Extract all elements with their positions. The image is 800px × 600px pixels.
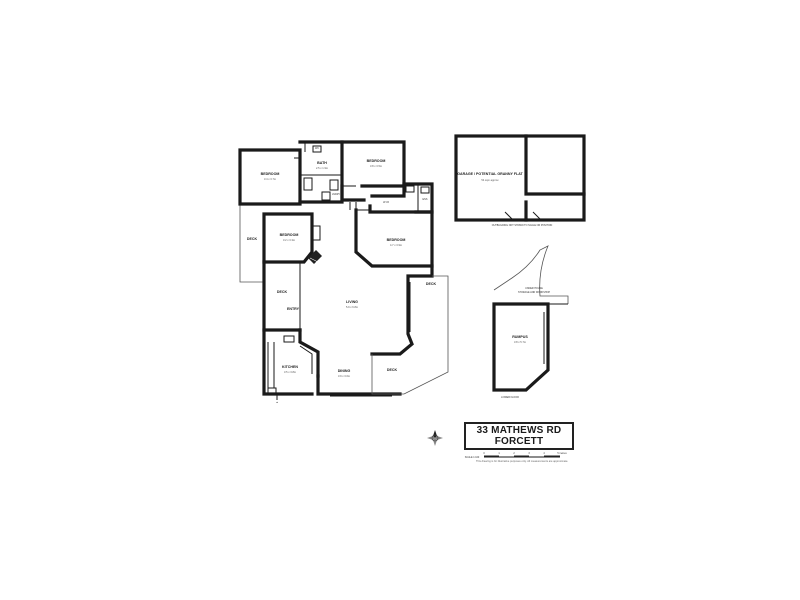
- bedroom-ne-dims: 3.8 x 3.5m: [370, 164, 382, 168]
- bath-label: BATH: [317, 161, 327, 165]
- bedroom-mid-label: BEDROOM: [280, 233, 299, 237]
- kitchen-dims: 3.5 x 3.8m: [284, 370, 296, 374]
- bedroom-nw-label: BEDROOM: [261, 172, 280, 176]
- living-walls: [370, 264, 434, 356]
- bedroom-nw-dims: 3.4 x 3.7m: [264, 177, 276, 181]
- garage-area: 54 sqm approx: [481, 178, 499, 182]
- rumpus-walls: [492, 302, 550, 392]
- scale-tick-1: 1: [498, 452, 500, 455]
- under-house-sub: STORAGE AND WORKSHOP: [518, 291, 551, 294]
- wir-walls: [370, 184, 406, 198]
- wood-heater-icon: [308, 250, 322, 264]
- property-suburb: FORCETT: [494, 436, 544, 447]
- svg-text:▲: ▲: [276, 401, 278, 404]
- bedroom-nw-walls: [238, 148, 302, 206]
- west-deck-outline: [239, 204, 265, 283]
- living-label: LIVING: [346, 300, 358, 304]
- deck-south-label: DECK: [387, 368, 398, 372]
- south-deck-outline: [371, 354, 404, 395]
- kitchen-walls: [262, 328, 314, 396]
- laundry-label: LNDRY: [332, 193, 340, 196]
- bedroom-main-label: BEDROOM: [387, 238, 406, 242]
- living-dims: 5.9 x 6.8m: [346, 305, 358, 309]
- bedroom-main-dims: 4.7 x 3.9m: [390, 243, 402, 247]
- bath-dims: 2.5 x 1.9m: [316, 166, 328, 170]
- property-address: 33 MATHEWS RD: [476, 425, 562, 436]
- bedroom-ne-label: BEDROOM: [367, 159, 386, 163]
- scale-tick-2: 2: [513, 452, 515, 455]
- entry-arrow-icon: ▲: [276, 394, 278, 404]
- dining-walls: [316, 374, 402, 396]
- garage-label: GARAGE / POTENTIAL GRANNY FLAT: [457, 172, 523, 176]
- garage-floor-plan: GARAGE / POTENTIAL GRANNY FLAT 54 sqm ap…: [454, 134, 586, 227]
- compass-icon: [427, 430, 443, 446]
- laundry-walls: [340, 184, 366, 202]
- entry-label: ENTRY: [287, 307, 300, 311]
- scale-tick-5: 5 metres: [557, 452, 567, 455]
- under-house-outline: [493, 245, 569, 304]
- wir-label: W.I.R: [383, 201, 389, 204]
- deck-north-label: DECK: [426, 282, 437, 286]
- lower-floor-plan: UNDER HOUSE STORAGE AND WORKSHOP RUMPUS …: [492, 245, 569, 399]
- outbuilding-caption: OUTBUILDING NOT SHOWN TO SCALE OR POSITI…: [492, 224, 553, 227]
- bedroom-mid-walls: [262, 212, 314, 264]
- lower-floor-caption: LOWER FLOOR: [501, 396, 519, 399]
- scale-bar: SCALE 1:100 0 1 2 3 4 5 metres: [465, 452, 568, 459]
- dining-label: DINING: [338, 369, 351, 373]
- scale-tick-3: 3: [528, 452, 530, 455]
- bath-walls: [298, 140, 344, 204]
- bedroom-main-walls: [354, 204, 434, 268]
- north-deck-outline: [403, 275, 449, 395]
- dining-dims: 3.9 x 3.6m: [338, 374, 350, 378]
- plan-disclaimer: This drawing is for illustrative purpose…: [476, 460, 569, 463]
- deck-west-label: DECK: [247, 237, 258, 241]
- bedroom-mid-dims: 3.2 x 3.3m: [283, 238, 295, 242]
- scale-label: SCALE 1:100: [465, 456, 480, 459]
- rumpus-dims: 3.8 x 5.7m: [514, 340, 526, 344]
- rumpus-label: RUMPUS: [512, 335, 528, 339]
- scale-tick-4: 4: [543, 452, 545, 455]
- deck-entry-label: DECK: [277, 290, 288, 294]
- scale-tick-0: 0: [483, 452, 485, 455]
- ensuite-label: ENS: [423, 198, 428, 201]
- under-house-label: UNDER HOUSE: [525, 287, 543, 290]
- entry-walls: [262, 260, 302, 332]
- bedroom-ne-walls: [340, 140, 406, 188]
- property-title-box: 33 MATHEWS RD FORCETT: [464, 422, 574, 450]
- main-house-floor-plan: BEDROOM 3.4 x 3.7m BATH 2.5 x 1.9m WC BE…: [238, 140, 449, 404]
- kitchen-label: KITCHEN: [282, 365, 298, 369]
- garage-walls: [454, 134, 586, 222]
- wc-label: WC: [315, 147, 319, 150]
